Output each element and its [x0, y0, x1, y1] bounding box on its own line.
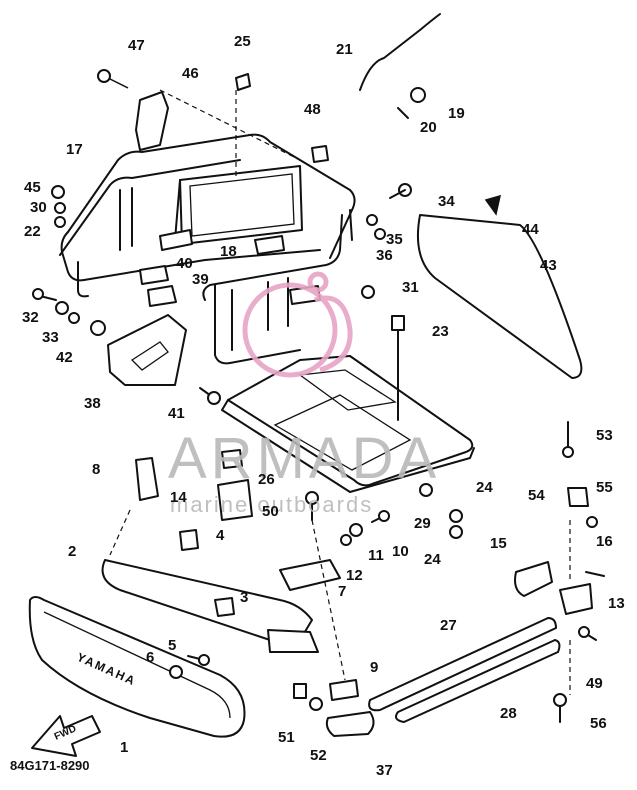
callout-8: 8 — [92, 461, 100, 478]
callout-46: 46 — [182, 65, 199, 82]
callout-2: 2 — [68, 543, 76, 560]
bracket-47 — [135, 91, 169, 151]
callout-47: 47 — [128, 37, 145, 54]
rubber-strip-28 — [395, 639, 561, 723]
callout-18: 18 — [220, 243, 237, 260]
drawing-code: 84G171-8290 — [10, 758, 90, 773]
strap-7 — [279, 559, 341, 591]
watermark-brand: ARMADA — [168, 426, 440, 491]
callout-4: 4 — [216, 527, 225, 544]
clip-15 — [514, 561, 553, 597]
side-panel — [416, 214, 583, 379]
rubber-strip-27 — [368, 617, 557, 712]
callout-11: 11 — [368, 547, 384, 564]
callout-35: 35 — [386, 231, 403, 248]
callout-30: 30 — [30, 199, 47, 216]
callout-7: 7 — [338, 583, 346, 600]
callout-37: 37 — [376, 762, 393, 779]
callout-26: 26 — [258, 471, 275, 488]
callout-16: 16 — [596, 533, 613, 550]
callout-20: 20 — [420, 119, 437, 136]
callout-17: 17 — [66, 141, 83, 158]
callout-32: 32 — [22, 309, 39, 326]
callout-36: 36 — [376, 247, 393, 264]
fwd-arrow: FWD — [31, 715, 101, 757]
callout-54: 54 — [528, 487, 545, 504]
base-plate — [221, 355, 475, 493]
watermark-tagline: marine outboards — [170, 492, 373, 517]
callout-28: 28 — [500, 705, 517, 722]
callout-50: 50 — [262, 503, 279, 520]
callout-57: 57 — [0, 0, 17, 4]
callout-49: 49 — [586, 675, 603, 692]
callout-6: 6 — [146, 649, 154, 666]
callout-33: 33 — [42, 329, 59, 346]
callout-12: 12 — [346, 567, 363, 584]
callout-41: 41 — [168, 405, 185, 422]
callout-56: 56 — [590, 715, 607, 732]
callout-40: 40 — [176, 255, 193, 272]
callout-34: 34 — [438, 193, 455, 210]
hardware — [32, 13, 605, 723]
clip-13 — [559, 583, 593, 615]
callout-25: 25 — [234, 33, 251, 50]
callout-48: 48 — [304, 101, 321, 118]
callout-24: 24 — [476, 479, 493, 496]
callout-15: 15 — [490, 535, 507, 552]
callout-38: 38 — [84, 395, 101, 412]
callout-24: 24 — [424, 551, 441, 568]
callout-22: 22 — [24, 223, 41, 240]
callout-45: 45 — [24, 179, 41, 196]
callout-42: 42 — [56, 349, 73, 366]
callout-21: 21 — [336, 41, 353, 58]
watermark: ARMADA marine outboards — [168, 271, 440, 517]
callout-51: 51 — [278, 729, 295, 746]
callout-13: 13 — [608, 595, 625, 612]
carrier-frame — [59, 133, 356, 365]
callout-58: 58 — [0, 0, 17, 4]
callout-1: 1 — [120, 739, 128, 756]
callout-52: 52 — [310, 747, 327, 764]
callout-9: 9 — [370, 659, 378, 676]
callout-19: 19 — [448, 105, 465, 122]
callout-44: 44 — [522, 221, 539, 238]
callout-23: 23 — [432, 323, 449, 340]
callout-10: 10 — [392, 543, 409, 560]
callout-14: 14 — [170, 489, 187, 506]
callout-3: 3 — [240, 589, 248, 606]
callout-31: 31 — [402, 279, 419, 296]
callout-43: 43 — [540, 257, 557, 274]
callout-5: 5 — [168, 637, 176, 654]
armada-logo — [242, 271, 353, 378]
callout-53: 53 — [596, 427, 613, 444]
callout-55: 55 — [596, 479, 613, 496]
front-handle — [28, 596, 246, 738]
callout-29: 29 — [414, 515, 431, 532]
callout-39: 39 — [192, 271, 209, 288]
block-38 — [325, 711, 375, 737]
callout-27: 27 — [440, 617, 457, 634]
